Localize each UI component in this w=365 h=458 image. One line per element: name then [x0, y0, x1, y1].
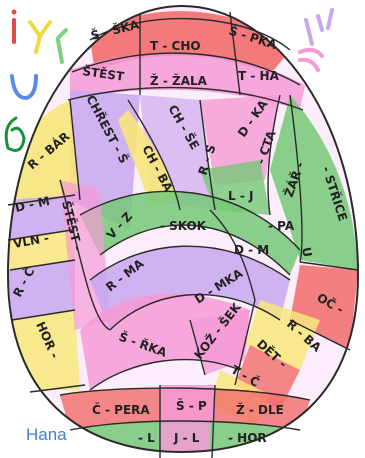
label-t-cho: T - CHO	[150, 39, 201, 53]
label-hor-bottom: - HOR	[228, 431, 267, 445]
label-skok: - SKOK	[160, 219, 207, 233]
label-pa: - PA	[268, 219, 295, 233]
label-d-m-center: D - M	[234, 243, 269, 257]
label-l: - L	[138, 431, 155, 445]
label-l-j: L - J	[228, 189, 253, 203]
label-s-p: Š - P	[176, 398, 207, 413]
label-j-l: J - L	[173, 431, 200, 445]
author-name: Hana	[26, 425, 67, 444]
label-z-zala: Ž - ŽALA	[150, 73, 208, 88]
label-z-dle: Ž - DLE	[236, 402, 284, 417]
label-t-ha: T - HA	[238, 69, 280, 83]
label-c-pera: Č - PERA	[92, 402, 150, 417]
